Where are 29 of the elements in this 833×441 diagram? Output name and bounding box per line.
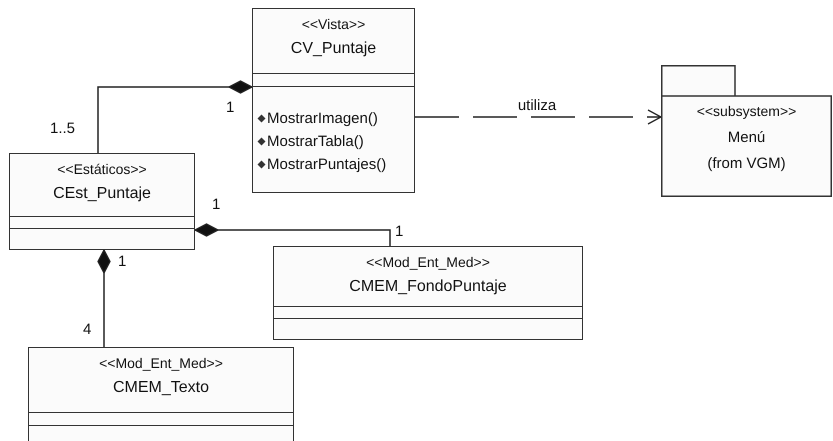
composition-line — [97, 249, 111, 347]
dependency-arrow — [415, 109, 662, 125]
class-name: CV_Puntaje — [290, 39, 376, 59]
class-box — [273, 246, 583, 340]
multiplicity-label: 1 — [395, 224, 404, 240]
class-box — [28, 347, 294, 441]
class-box — [252, 8, 415, 193]
operation-name: MostrarPuntajes() — [267, 156, 386, 173]
package-name: Menú — [726, 129, 766, 146]
stereotype-text: <<Mod_Ent_Med>> — [99, 354, 223, 373]
class-name: CEst_Puntaje — [53, 184, 151, 204]
stereotype-text: <<Estáticos>> — [57, 160, 147, 179]
composition-line — [194, 223, 391, 246]
package-origin-text: (from VGM) — [706, 155, 787, 172]
stereotype-text: <<Mod_Ent_Med>> — [366, 253, 490, 272]
class-name: CMEM_FondoPuntaje — [349, 277, 507, 297]
multiplicity-label: 1 — [118, 254, 126, 270]
multiplicity-label: 1..5 — [50, 121, 76, 137]
multiplicity-label: 1 — [226, 100, 234, 116]
stereotype-text: <<Vista>> — [302, 15, 366, 34]
multiplicity-label: 4 — [83, 322, 92, 338]
class-name: CMEM_Texto — [112, 378, 210, 398]
operation-name: MostrarTabla() — [267, 133, 364, 150]
class-box — [9, 153, 195, 250]
composition-line — [97, 80, 253, 153]
operation-name: MostrarImagen() — [267, 110, 378, 127]
package-node — [661, 65, 832, 197]
stereotype-text: <<subsystem>> — [696, 103, 798, 119]
multiplicity-label: 1 — [212, 197, 220, 213]
